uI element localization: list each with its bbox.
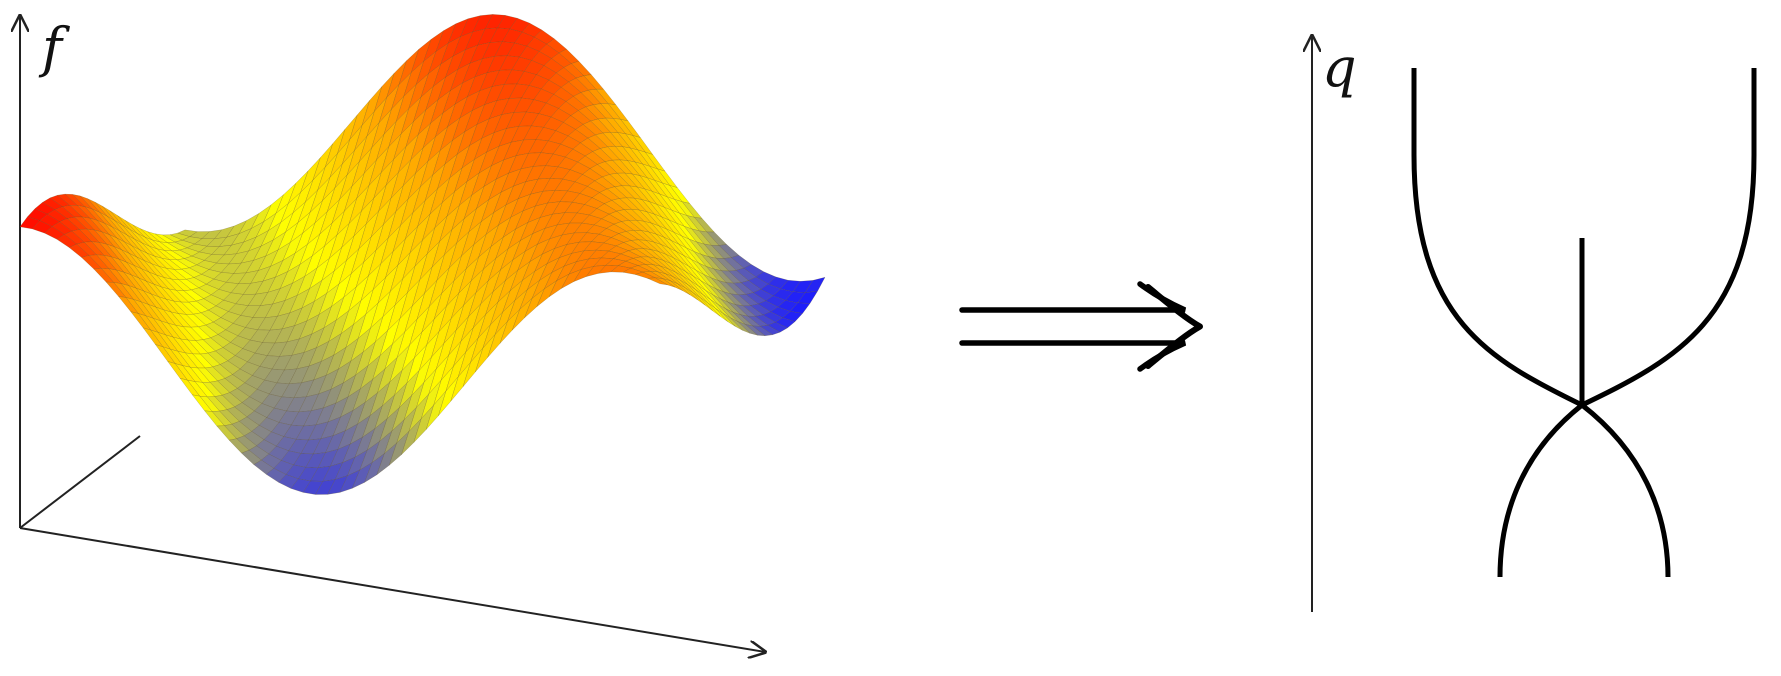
f-axis-label: f — [38, 16, 70, 79]
lower-left-branch — [1497, 403, 1584, 578]
surface-axes — [20, 16, 765, 652]
implies-head — [1145, 284, 1203, 369]
upper-right-branch — [1580, 68, 1757, 408]
implies-arrow — [959, 281, 1203, 372]
lower-right-branch — [1580, 403, 1671, 578]
width-axis — [19, 527, 765, 652]
surface-mesh — [19, 14, 826, 495]
bifurcation-diagram: q — [1312, 36, 1757, 612]
surface-plot: f — [19, 14, 826, 652]
q-axis-label: q — [1322, 36, 1357, 99]
depth-axis — [19, 435, 141, 529]
surface-patch — [647, 277, 668, 286]
upper-left-branch — [1411, 68, 1584, 408]
